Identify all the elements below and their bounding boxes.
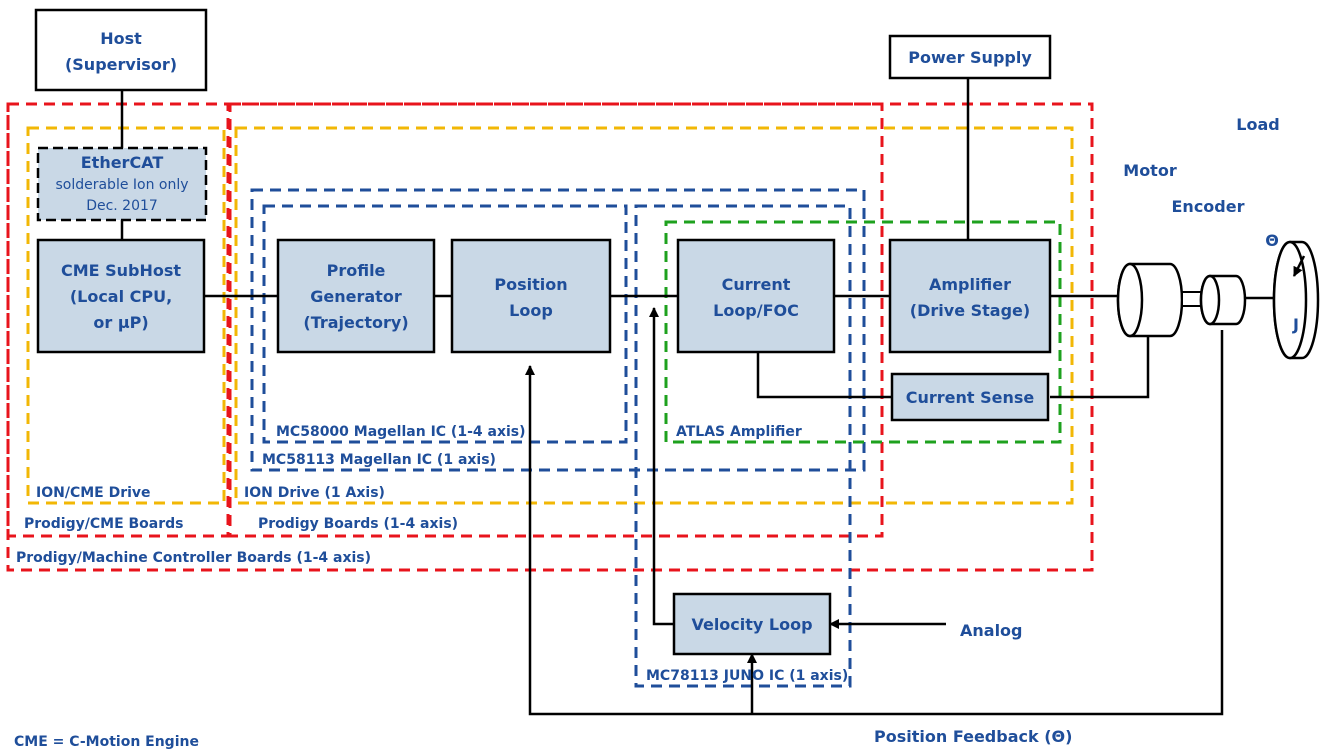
profile-generator-line-3: (Trajectory)	[303, 313, 408, 332]
label-motor: Motor	[1123, 161, 1177, 180]
label-theta: Θ	[1265, 231, 1279, 250]
ethercat-block	[36, 146, 208, 222]
cme-subhost-block	[36, 238, 206, 354]
current-sense-block	[890, 372, 1050, 422]
wire-velocity-to-summing	[649, 307, 674, 626]
host-subtitle: (Supervisor)	[65, 55, 177, 74]
host-title: Host	[100, 29, 142, 48]
amplifier-block	[888, 238, 1052, 354]
profile-generator-line-2: Generator	[310, 287, 402, 306]
load-direction-arrow	[1292, 255, 1306, 277]
wire-position-feedback	[525, 330, 1224, 716]
label-ion-cme-drive: ION/CME Drive	[36, 485, 151, 501]
profile-generator-line-1: Profile	[327, 261, 386, 280]
label-prodigy-cme: Prodigy/CME Boards	[24, 516, 184, 532]
host-box	[34, 8, 208, 92]
footnote-cme: CME = C-Motion Engine	[14, 734, 199, 749]
label-load: Load	[1236, 115, 1279, 134]
wire-current-sense-to-current	[756, 352, 892, 399]
label-mc58000: MC58000 Magellan IC (1-4 axis)	[276, 424, 526, 440]
label-prodigy-boards: Prodigy Boards (1-4 axis)	[258, 516, 458, 532]
label-atlas: ATLAS Amplifier	[676, 424, 802, 440]
current-sense-label: Current Sense	[906, 388, 1035, 407]
encoder-symbol	[1199, 274, 1247, 326]
motor-symbol	[1116, 262, 1184, 338]
region-mc58113	[250, 188, 866, 472]
label-inertia: J	[1292, 315, 1299, 334]
region-ion-cme-drive	[26, 126, 226, 505]
current-loop-line-1: Current	[722, 275, 791, 294]
load-symbol	[1272, 240, 1320, 360]
ethercat-note-1: solderable Ion only	[55, 177, 188, 193]
region-atlas-amplifier	[664, 220, 1062, 444]
amplifier-line-2: (Drive Stage)	[910, 301, 1030, 320]
label-ion-drive: ION Drive (1 Axis)	[244, 485, 385, 501]
current-loop-block	[676, 238, 836, 354]
label-analog: Analog	[960, 621, 1023, 640]
current-loop-line-2: Loop/FOC	[713, 301, 799, 320]
position-loop-line-2: Loop	[509, 301, 553, 320]
region-mc78113	[634, 204, 852, 688]
profile-generator-block	[276, 238, 436, 354]
cme-subhost-line-1: CME SubHost	[61, 261, 181, 280]
wire-motor-current-sense	[1050, 336, 1150, 399]
position-loop-line-1: Position	[494, 275, 567, 294]
velocity-loop-label: Velocity Loop	[691, 615, 812, 634]
ethercat-title: EtherCAT	[81, 153, 164, 172]
region-mc58000	[262, 204, 628, 444]
cme-subhost-line-3: or µP)	[93, 313, 148, 332]
label-position-feedback: Position Feedback (Θ)	[874, 727, 1072, 746]
region-prodigy-machine-controller	[6, 102, 1094, 572]
label-mc78113: MC78113 JUNO IC (1 axis)	[646, 668, 848, 684]
power-supply-box	[888, 34, 1052, 80]
power-supply-label: Power Supply	[908, 48, 1032, 67]
amplifier-line-1: Amplifier	[929, 275, 1011, 294]
ethercat-note-2: Dec. 2017	[86, 198, 158, 214]
cme-subhost-line-2: (Local CPU,	[70, 287, 172, 306]
label-encoder: Encoder	[1172, 197, 1245, 216]
label-prodigy-machine: Prodigy/Machine Controller Boards (1-4 a…	[16, 550, 371, 566]
velocity-loop-block	[672, 592, 832, 656]
position-loop-block	[450, 238, 612, 354]
label-mc58113: MC58113 Magellan IC (1 axis)	[262, 452, 496, 468]
